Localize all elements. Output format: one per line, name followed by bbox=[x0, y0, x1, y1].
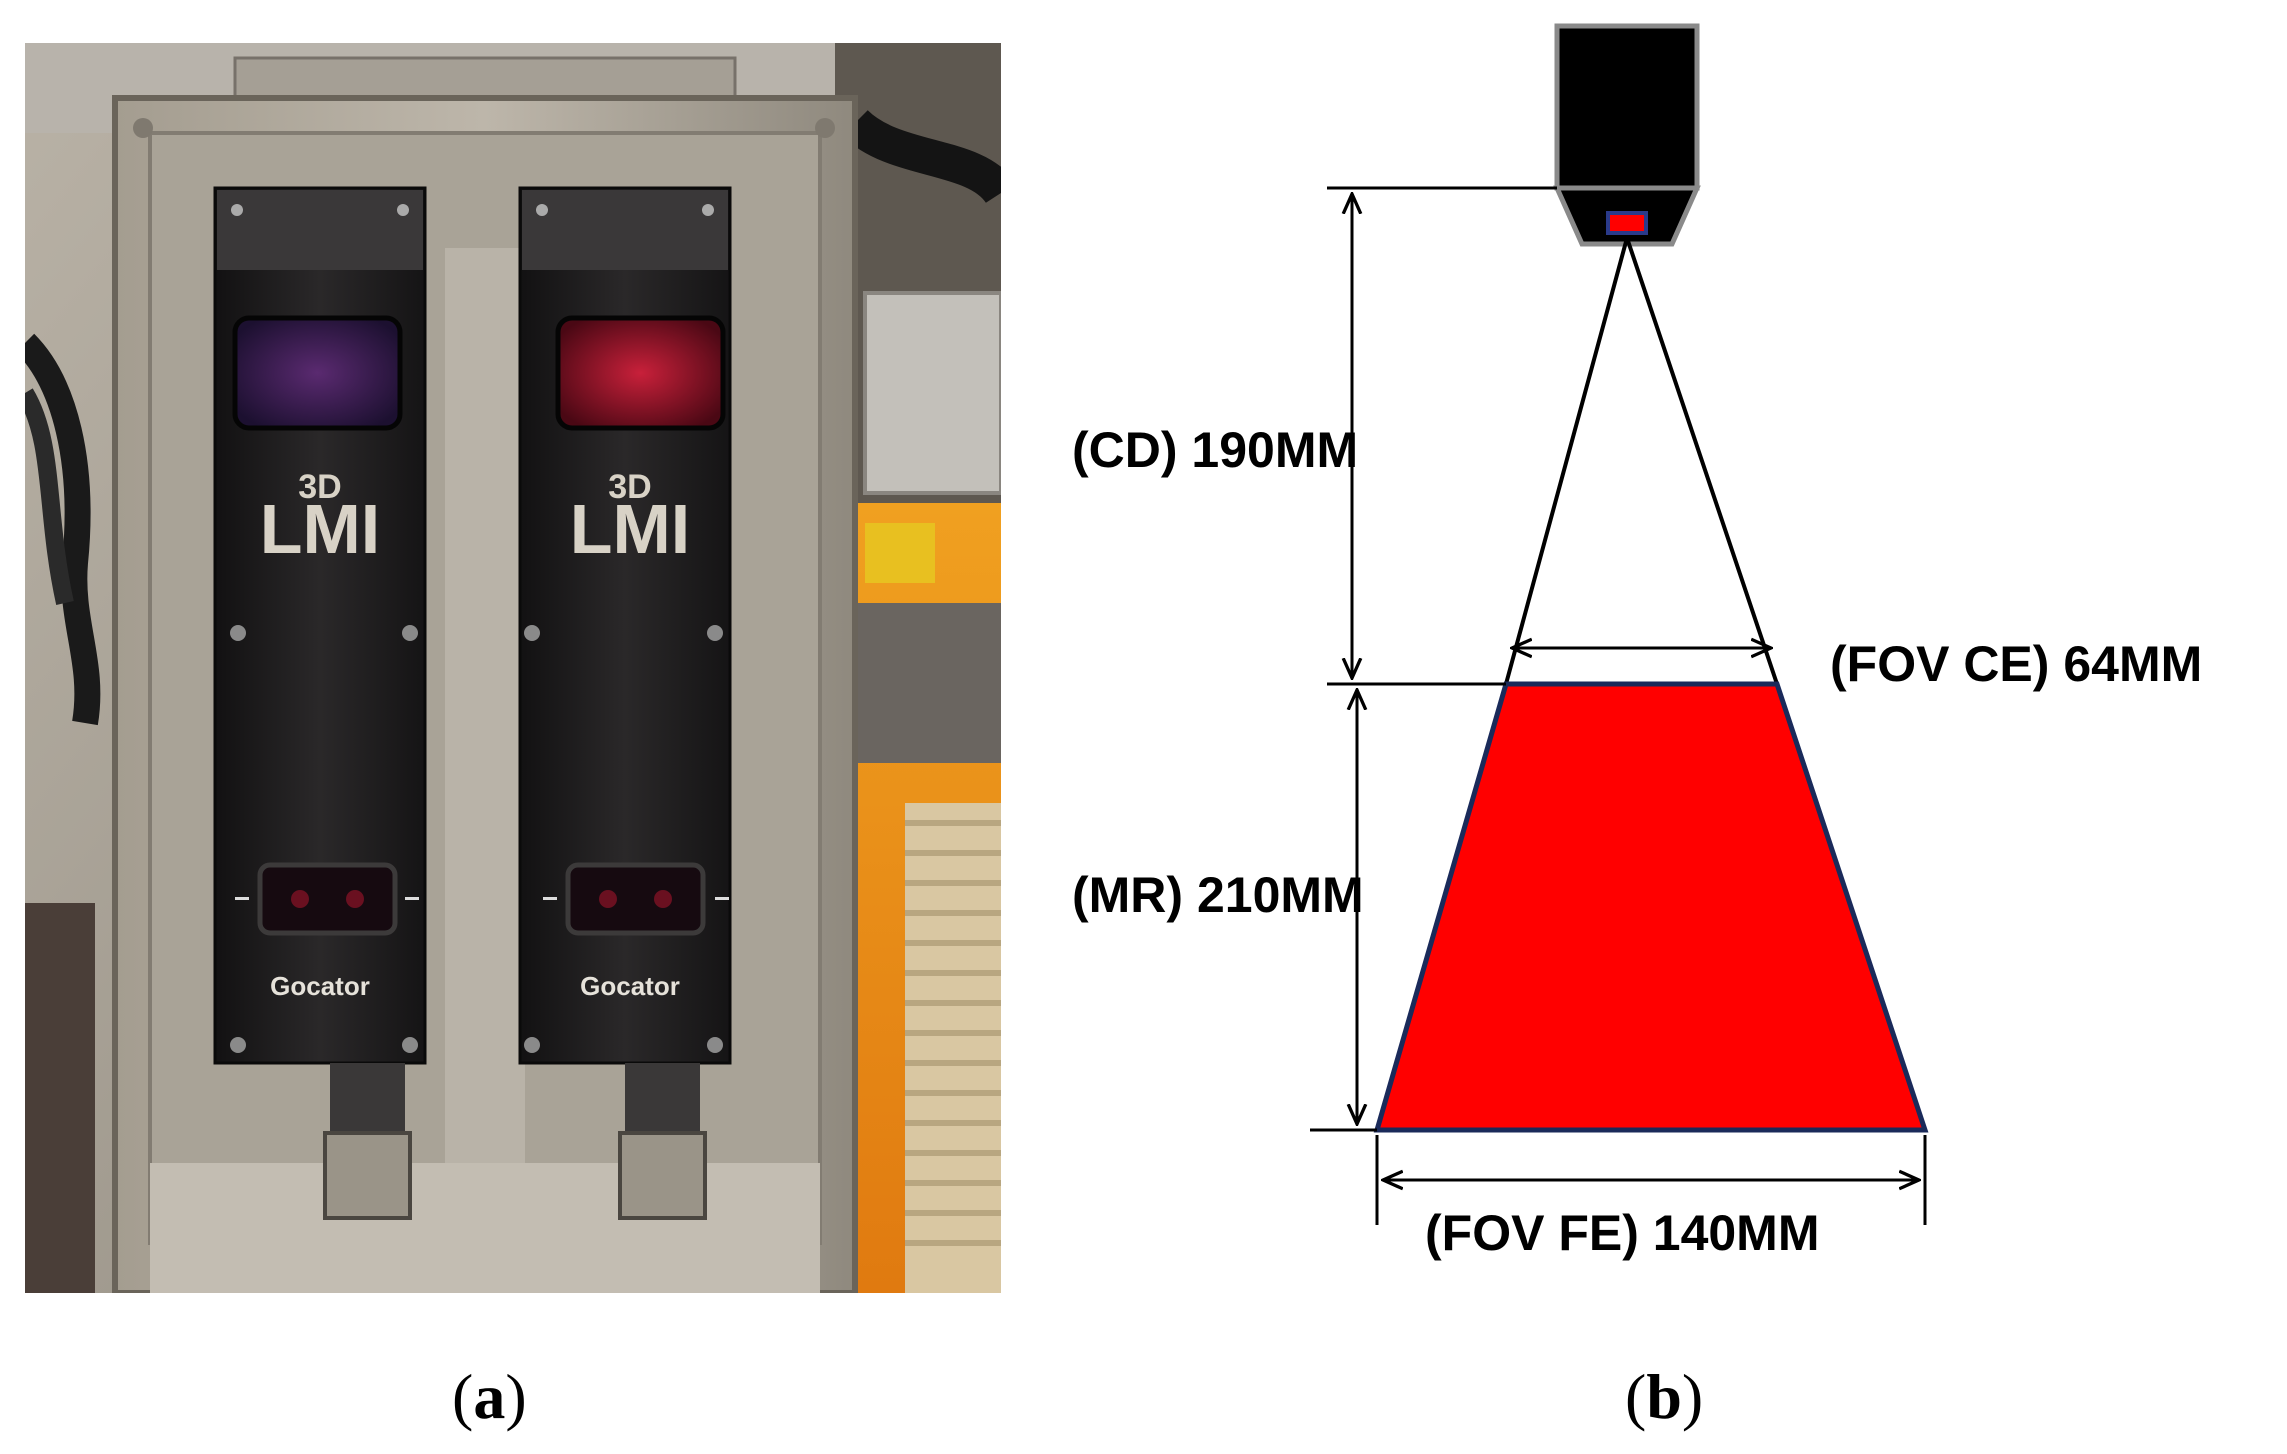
brand-label-right: Gocator bbox=[580, 971, 680, 1001]
svg-text:LMI: LMI bbox=[260, 490, 381, 568]
lmi-logo-right: LMI 3D bbox=[570, 468, 691, 568]
beam-right-line bbox=[1625, 237, 1779, 685]
label-mr: (MR) 210MM bbox=[1072, 867, 1364, 923]
label-fov-fe: (FOV FE) 140MM bbox=[1425, 1205, 1819, 1261]
caption-b: (b) bbox=[1625, 1361, 1704, 1432]
sensor-left: LMI 3D Gocator bbox=[213, 186, 427, 1220]
camera-lens bbox=[1606, 211, 1648, 235]
brand-label-left: Gocator bbox=[270, 971, 370, 1001]
svg-text:3D: 3D bbox=[608, 468, 651, 506]
measurement-range-area bbox=[1373, 681, 1929, 1133]
svg-text:3D: 3D bbox=[298, 468, 341, 506]
laser-window-right bbox=[555, 315, 726, 431]
camera-window-right bbox=[565, 862, 706, 936]
camera-body bbox=[1553, 23, 1701, 247]
camera-window-left bbox=[257, 862, 398, 936]
lmi-logo-left: LMI 3D bbox=[260, 468, 381, 568]
fov-diagram: (CD) 190MM (MR) 210MM (FOV CE) 64MM (FOV… bbox=[1050, 0, 2287, 1340]
beam-left-line bbox=[1504, 237, 1629, 685]
laser-window-left bbox=[232, 315, 403, 431]
sensor-right: LMI 3D Gocator bbox=[518, 186, 732, 1220]
caption-a: (a) bbox=[452, 1361, 527, 1432]
label-fov-ce: (FOV CE) 64MM bbox=[1830, 636, 2202, 692]
label-cd: (CD) 190MM bbox=[1072, 422, 1358, 478]
svg-text:LMI: LMI bbox=[570, 490, 691, 568]
sensor-photo: LMI 3D Gocator LMI 3D bbox=[25, 43, 1001, 1293]
